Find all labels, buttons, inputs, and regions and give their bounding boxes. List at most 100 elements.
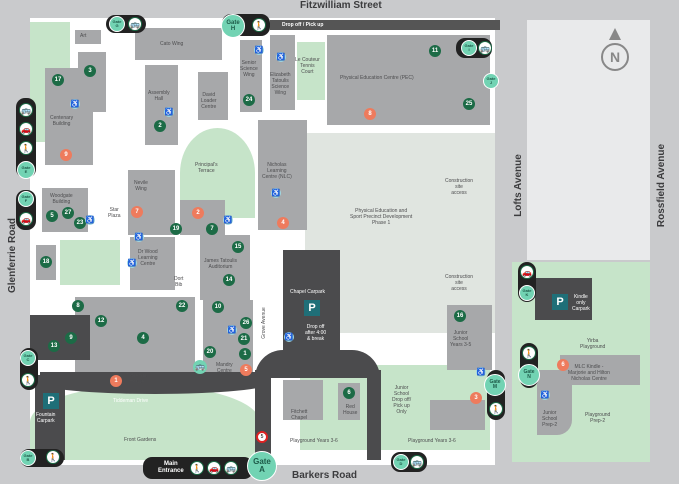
drop-off-label: Drop off / Pick up [282,22,324,28]
building-marker[interactable]: 13 [48,340,60,352]
pedestrian-icon: 🚶 [190,461,204,475]
label-dr-wood: Dr Wood Learning Centre [138,249,158,267]
gate-n[interactable]: Gate N [518,364,540,386]
orange-marker[interactable]: 7 [131,206,143,218]
orange-marker[interactable]: 2 [192,207,204,219]
label-pe-precinct: Physical Education and Sport Precinct De… [350,208,413,226]
gate-h[interactable]: Gate H [221,14,245,38]
accessible-icon: ♿ [271,188,281,198]
bus-stop-icon: 🚌 [193,360,207,374]
label-pec: Physical Education Centre (PEC) [340,75,414,81]
label-front-gardens: Front Gardens [124,437,157,443]
elizabeth-tatoulis-wing [270,35,295,110]
tiddeman-drive [40,372,270,394]
label-woodgate: Woodgate Building [50,193,73,205]
gate-j[interactable]: Gate J [483,73,499,89]
bus-icon: 🚌 [478,41,492,55]
nlc-building [258,120,307,230]
orange-marker[interactable]: 1 [110,375,122,387]
east-block [527,20,650,260]
building-marker[interactable]: 21 [238,333,250,345]
label-tiddeman-drive: Tiddeman Drive [113,398,149,404]
orange-marker[interactable]: 9 [60,149,72,161]
label-cato-wing: Cato Wing [160,41,184,47]
gate-a[interactable]: Gate A [247,451,277,481]
gate-b[interactable]: Gate B [20,450,36,466]
building-marker[interactable]: 12 [95,315,107,327]
drive-lane [367,370,381,460]
building-marker[interactable]: 9 [65,332,77,344]
green-area [297,42,325,100]
gate-i[interactable]: Gate I [461,40,477,56]
gate-d[interactable]: Gate D [393,454,409,470]
building-marker[interactable]: 18 [40,256,52,268]
building-marker[interactable]: 1 [239,348,251,360]
building-marker[interactable]: 7 [206,223,218,235]
pedestrian-icon: 🚶 [21,373,35,387]
david-loader-centre [198,72,228,120]
building-marker[interactable]: 26 [240,317,252,329]
accessible-icon: ♿ [127,258,137,268]
orange-marker[interactable]: 4 [277,217,289,229]
label-construction-2: Construction site access [445,274,474,292]
building-marker[interactable]: 16 [454,310,466,322]
building-marker[interactable]: 20 [204,346,216,358]
label-senior-science: Senior Science Wing [240,60,258,78]
gate-e-pill [16,98,36,178]
building-marker[interactable]: 2 [154,120,166,132]
pedestrian-icon: 🚶 [522,346,536,360]
building-marker[interactable]: 19 [170,223,182,235]
gate-c[interactable]: Gate C [20,350,36,366]
building-marker[interactable]: 22 [176,300,188,312]
gate-m[interactable]: Gate M [484,374,506,396]
building-marker[interactable]: 15 [232,241,244,253]
gate-e[interactable]: Gate E [17,161,35,179]
building-marker[interactable]: 23 [74,217,86,229]
building-marker[interactable]: 4 [137,332,149,344]
orange-marker[interactable]: 8 [364,108,376,120]
label-junior-dropoff: Junior School Drop off/ Pick up Only [392,385,412,415]
building-marker[interactable]: 25 [463,98,475,110]
building-marker[interactable]: 14 [223,274,235,286]
label-playground-3-6-east: Playground Years 3-6 [408,438,456,444]
parking-icon: P [304,300,320,316]
building-marker[interactable]: 8 [72,300,84,312]
building-marker[interactable]: 27 [62,207,74,219]
art-building [75,30,101,44]
gate-g[interactable]: Gate G [109,16,125,32]
building-marker[interactable]: 11 [429,45,441,57]
bus-icon: 🚌 [19,103,33,117]
gate-k[interactable]: Gate K [519,285,535,301]
label-principals-terrace: Principal's Terrace [195,162,218,174]
label-kinder-carpark: Kindle only Carpark [572,294,590,312]
building-marker[interactable]: 5 [46,210,58,222]
accessible-icon: ♿ [254,45,264,55]
building-marker[interactable]: 10 [212,301,224,313]
rossfield-avenue: Rossfield Avenue [656,143,668,228]
gate-f[interactable]: Gate F [18,191,34,207]
orange-marker[interactable]: 6 [557,359,569,371]
accessible-icon: ♿ [134,232,144,242]
glenferrie-road: Glenferrie Road [7,217,19,294]
label-playground-3-6-west: Playground Years 3-6 [290,438,338,444]
pedestrian-icon: 🚶 [252,18,266,32]
pedestrian-icon: 🚶 [46,450,60,464]
label-playground-prep: Playground Prep-2 [585,412,611,424]
lofts-avenue: Lofts Avenue [512,154,524,217]
building-marker[interactable]: 6 [343,387,355,399]
fitchett-chapel [283,380,323,420]
label-nevile: Nevile Wing [134,180,148,192]
label-grove-avenue: Grove Avenue [260,307,267,339]
label-elizabeth: Elizabeth Tatoulis Science Wing [270,72,291,96]
bus-icon: 🚌 [128,17,142,31]
accessible-icon: ♿ [223,215,233,225]
junior-school-prep [537,370,572,435]
accessible-icon: ♿ [276,52,286,62]
car-icon: 🚗 [520,265,534,279]
building-marker[interactable]: 24 [243,94,255,106]
orange-marker[interactable]: 3 [470,392,482,404]
accessible-icon: ♿ [284,332,294,342]
building-marker[interactable]: 3 [84,65,96,77]
orange-marker[interactable]: 5 [240,364,252,376]
building-marker[interactable]: 17 [52,74,64,86]
